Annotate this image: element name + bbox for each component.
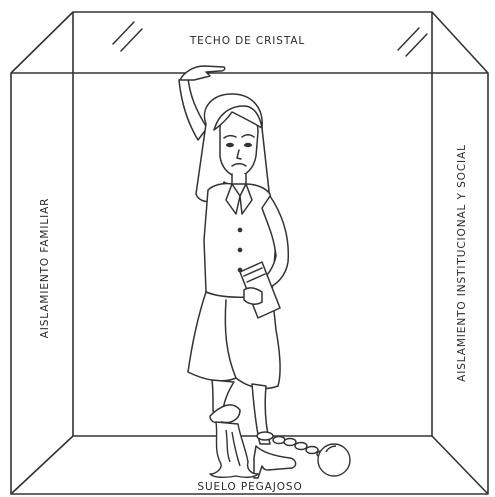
nose — [236, 149, 242, 160]
jacket-button — [237, 227, 243, 233]
box-front-face — [10, 72, 489, 495]
reflection-mark — [405, 33, 428, 57]
iron-ball — [317, 443, 351, 477]
box-edge-bottom-left — [10, 435, 74, 495]
glass-ceiling-label: TECHO DE CRISTAL — [189, 35, 306, 47]
leg-right — [251, 383, 271, 445]
family-isolation-label: AISLAMIENTO FAMILIAR — [39, 197, 51, 339]
hair-fringe — [213, 105, 263, 131]
high-heel-shoe — [253, 445, 297, 479]
sticky-goo — [209, 421, 259, 479]
chain-link — [272, 435, 286, 445]
eye-left — [226, 142, 234, 148]
skirt-fold — [224, 299, 237, 379]
glass-box — [10, 11, 489, 495]
goo-drip — [225, 429, 241, 467]
chain-link — [305, 445, 319, 455]
raised-arm — [178, 77, 208, 141]
box-edge-top-right — [431, 11, 489, 74]
institutional-social-isolation-label: AISLAMIENTO INSTITUCIONAL Y SOCIAL — [456, 144, 468, 382]
box-edge-top-left — [10, 11, 74, 74]
jacket-button — [237, 247, 243, 253]
raised-hand — [179, 65, 226, 81]
glass-reflection-marks — [112, 21, 428, 57]
lapel-left — [225, 183, 241, 215]
mouth — [231, 163, 247, 167]
reflection-mark — [397, 27, 420, 51]
chain-link — [294, 441, 308, 451]
foot-bare — [209, 404, 241, 424]
eyebrow-right — [241, 134, 255, 138]
goo-strand — [209, 421, 259, 479]
eye-right — [244, 142, 252, 148]
ball-and-chain — [272, 435, 351, 477]
hand-holding-book — [243, 287, 263, 305]
lapel-right — [239, 183, 253, 215]
reflection-mark — [112, 21, 135, 45]
iron-ball-shine — [325, 445, 337, 453]
book-pages — [243, 267, 266, 283]
eyebrow-left — [223, 134, 237, 139]
chain-link — [283, 437, 297, 447]
ankle-shackle — [256, 431, 274, 441]
sticky-floor-label: SUELO PEGAJOSO — [197, 481, 303, 493]
box-edge-bottom-right — [431, 435, 489, 495]
box-back-face — [72, 11, 433, 437]
woman-figure — [178, 65, 297, 479]
reflection-mark — [120, 28, 143, 52]
